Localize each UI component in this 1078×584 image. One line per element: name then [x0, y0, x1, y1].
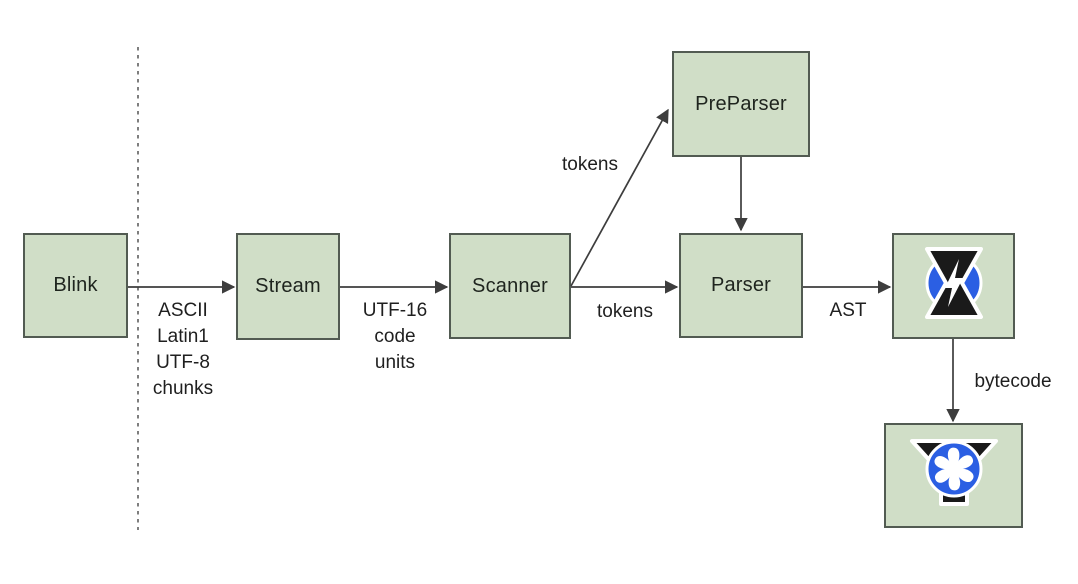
- node-blink-label: Blink: [53, 274, 98, 296]
- node-ignition: [892, 233, 1015, 339]
- edge-label-tokens-to-parser: tokens: [597, 301, 653, 322]
- node-parser: Parser: [679, 233, 803, 338]
- node-scanner-label: Scanner: [472, 274, 548, 297]
- arrow-scanner-to-preparser: [570, 108, 669, 287]
- node-turbofan: [884, 423, 1023, 528]
- node-stream: Stream: [236, 233, 340, 340]
- ignition-hourglass-lightning-icon: [917, 243, 991, 329]
- node-preparser: PreParser: [672, 51, 810, 157]
- edge-label-ast: AST: [829, 300, 867, 321]
- edge-label-tokens-to-preparser: tokens: [562, 154, 618, 175]
- edge-label-utf16-code-units: UTF-16 code units: [362, 300, 428, 373]
- turbofan-funnel-turbine-icon: [908, 436, 1000, 515]
- node-preparser-label: PreParser: [695, 92, 787, 115]
- node-scanner: Scanner: [449, 233, 571, 339]
- node-stream-label: Stream: [255, 275, 321, 297]
- edge-label-bytecode: bytecode: [974, 371, 1052, 392]
- edge-label-input-chunks: ASCII Latin1 UTF-8 chunks: [152, 300, 214, 399]
- node-parser-label: Parser: [710, 274, 772, 296]
- node-blink: Blink: [23, 233, 128, 338]
